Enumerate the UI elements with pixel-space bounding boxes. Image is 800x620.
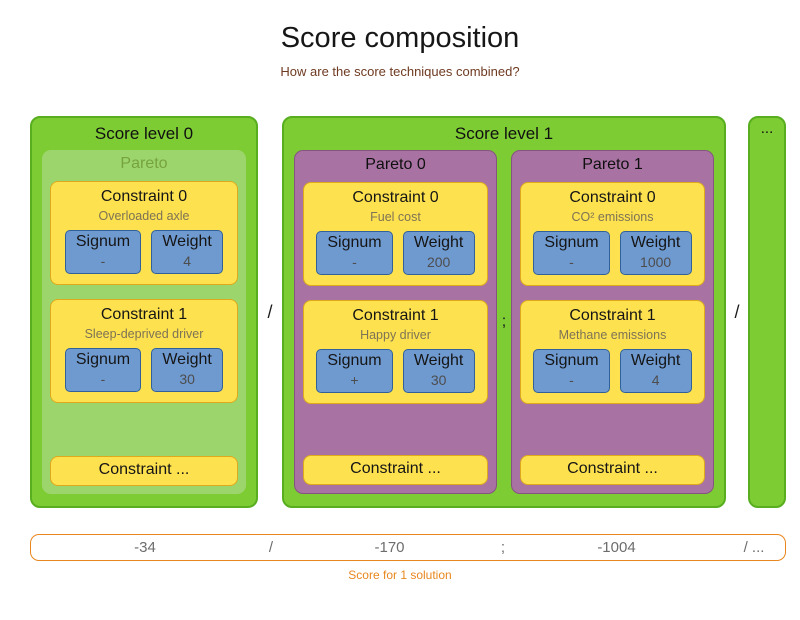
score-separator: / bbox=[268, 539, 274, 556]
weight-box: Weight 30 bbox=[402, 349, 475, 393]
weight-box: Weight 1000 bbox=[619, 231, 692, 275]
score-result-bar: -34 / -170 ; -1004 / ... bbox=[30, 534, 786, 561]
signum-value: - bbox=[569, 254, 574, 270]
weight-label: Weight bbox=[413, 234, 464, 251]
pareto-separator: ; bbox=[501, 313, 507, 330]
constraint-description: Happy driver bbox=[360, 328, 431, 342]
weight-label: Weight bbox=[162, 233, 212, 250]
pareto-title: Pareto bbox=[120, 155, 168, 172]
signum-label: Signum bbox=[75, 351, 131, 368]
signum-value: - bbox=[352, 254, 357, 270]
page-title: Score composition bbox=[280, 22, 520, 54]
signum-weight-row: Signum - Weight 1000 bbox=[525, 231, 700, 275]
paretos-row: Pareto 0 Constraint 0 Fuel cost Signum -… bbox=[294, 150, 714, 494]
page-subtitle: How are the score techniques combined? bbox=[280, 64, 520, 79]
constraint-title: Constraint 1 bbox=[352, 307, 439, 324]
score-level-0-panel: Score level 0 Pareto Constraint 0 Overlo… bbox=[30, 116, 258, 508]
weight-label: Weight bbox=[413, 352, 464, 369]
constraint-box: Constraint 1 Methane emissions Signum - … bbox=[520, 300, 705, 404]
weight-box: Weight 4 bbox=[151, 230, 224, 274]
weight-box: Weight 4 bbox=[619, 349, 692, 393]
signum-weight-row: Signum - Weight 200 bbox=[308, 231, 483, 275]
weight-label: Weight bbox=[630, 352, 681, 369]
constraint-description: CO² emissions bbox=[571, 210, 654, 224]
more-levels-ellipsis: ... bbox=[760, 120, 774, 137]
constraint-title: Constraint 1 bbox=[569, 307, 656, 324]
score-level-more-panel: ... bbox=[748, 116, 786, 508]
signum-weight-row: Signum - Weight 4 bbox=[525, 349, 700, 393]
signum-box: Signum - bbox=[533, 231, 610, 275]
signum-label: Signum bbox=[544, 234, 599, 251]
weight-value: 4 bbox=[651, 372, 660, 388]
constraint-ellipsis-box: Constraint ... bbox=[303, 455, 488, 485]
pareto-1-panel: Pareto 1 Constraint 0 CO² emissions Sign… bbox=[511, 150, 714, 494]
weight-value: 1000 bbox=[640, 254, 672, 270]
constraint-ellipsis-box: Constraint ... bbox=[50, 456, 238, 486]
constraint-box: Constraint 1 Sleep-deprived driver Signu… bbox=[50, 299, 238, 403]
constraint-ellipsis-box: Constraint ... bbox=[520, 455, 705, 485]
signum-label: Signum bbox=[327, 234, 382, 251]
signum-label: Signum bbox=[544, 352, 599, 369]
weight-value: 30 bbox=[179, 371, 195, 387]
constraint-title: Constraint 0 bbox=[352, 189, 439, 206]
pareto-panel: Pareto Constraint 0 Overloaded axle Sign… bbox=[42, 150, 246, 494]
constraint-description: Overloaded axle bbox=[98, 209, 190, 223]
signum-weight-row: Signum - Weight 4 bbox=[55, 230, 233, 274]
constraint-description: Methane emissions bbox=[558, 328, 667, 342]
weight-label: Weight bbox=[630, 234, 681, 251]
level0-score: -34 bbox=[134, 539, 156, 556]
constraint-box: Constraint 1 Happy driver Signum + Weigh… bbox=[303, 300, 488, 404]
weight-value: 4 bbox=[183, 253, 192, 269]
constraint-description: Sleep-deprived driver bbox=[84, 327, 204, 341]
signum-box: Signum - bbox=[64, 230, 142, 274]
constraint-box: Constraint 0 Overloaded axle Signum - We… bbox=[50, 181, 238, 285]
signum-box: Signum + bbox=[316, 349, 393, 393]
constraint-title: Constraint 1 bbox=[100, 306, 188, 323]
signum-box: Signum - bbox=[64, 348, 142, 392]
constraint-box: Constraint 0 CO² emissions Signum - Weig… bbox=[520, 182, 705, 286]
signum-box: Signum - bbox=[533, 349, 610, 393]
weight-box: Weight 30 bbox=[151, 348, 224, 392]
signum-value: - bbox=[100, 371, 106, 387]
constraint-title: Constraint 0 bbox=[100, 188, 188, 205]
signum-weight-row: Signum + Weight 30 bbox=[308, 349, 483, 393]
signum-weight-row: Signum - Weight 30 bbox=[55, 348, 233, 392]
signum-value: - bbox=[569, 372, 574, 388]
level-separator: / bbox=[734, 301, 740, 322]
level-separator: / bbox=[267, 301, 273, 322]
score-caption: Score for 1 solution bbox=[348, 568, 452, 582]
weight-value: 200 bbox=[426, 254, 451, 270]
score-level-1-title: Score level 1 bbox=[454, 124, 554, 143]
pareto-title: Pareto 1 bbox=[582, 156, 643, 173]
signum-label: Signum bbox=[327, 352, 382, 369]
pareto0-score: -170 bbox=[374, 539, 405, 556]
constraint-box: Constraint 0 Fuel cost Signum - Weight 2… bbox=[303, 182, 488, 286]
score-levels-row: Score level 0 Pareto Constraint 0 Overlo… bbox=[30, 116, 786, 508]
constraint-description: Fuel cost bbox=[370, 210, 421, 224]
signum-label: Signum bbox=[75, 233, 131, 250]
score-separator: ; bbox=[500, 539, 506, 556]
pareto-title: Pareto 0 bbox=[365, 156, 426, 173]
weight-label: Weight bbox=[162, 351, 212, 368]
weight-value: 30 bbox=[430, 372, 447, 388]
constraint-title: Constraint 0 bbox=[569, 189, 656, 206]
signum-value: - bbox=[100, 253, 106, 269]
pareto-0-panel: Pareto 0 Constraint 0 Fuel cost Signum -… bbox=[294, 150, 497, 494]
signum-value: + bbox=[350, 372, 359, 388]
weight-box: Weight 200 bbox=[402, 231, 475, 275]
score-level-0-title: Score level 0 bbox=[94, 124, 194, 143]
score-level-1-panel: Score level 1 Pareto 0 Constraint 0 Fuel… bbox=[282, 116, 726, 508]
pareto1-score: -1004 bbox=[597, 539, 636, 556]
score-separator-more: / ... bbox=[743, 539, 765, 556]
signum-box: Signum - bbox=[316, 231, 393, 275]
